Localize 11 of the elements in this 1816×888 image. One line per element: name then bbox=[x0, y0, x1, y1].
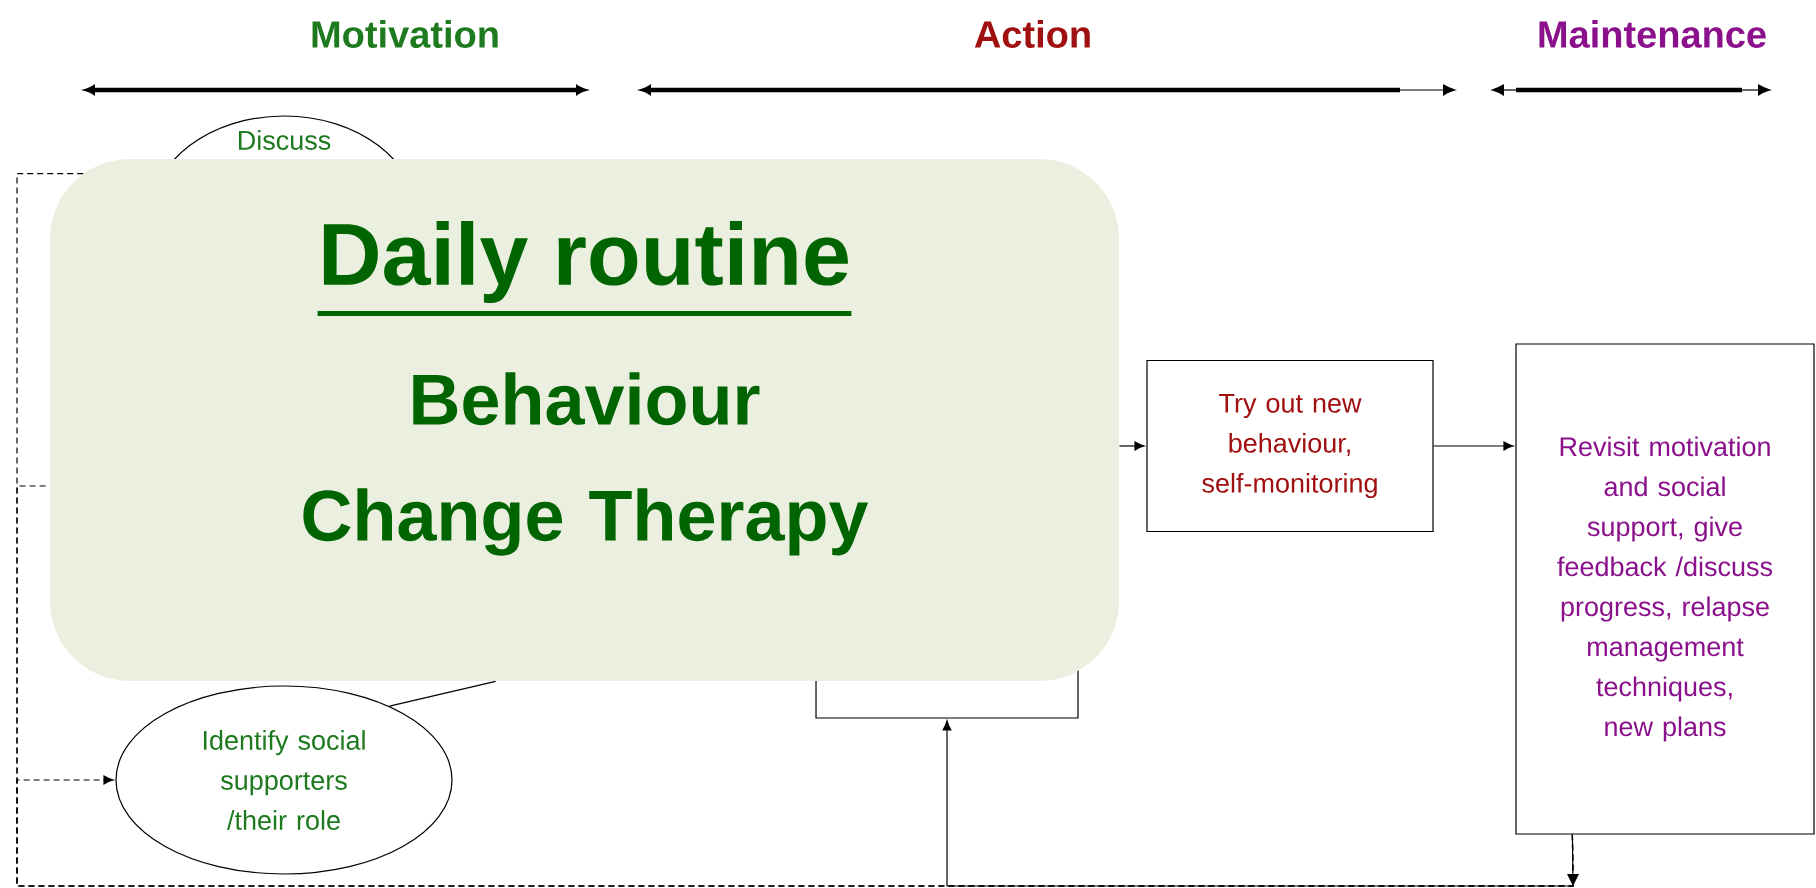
oval: Identify social supporters /their role bbox=[115, 685, 453, 875]
stage-heading: Motivation bbox=[312, 20, 498, 48]
title-dialog: Daily routine Behaviour Change Therapy bbox=[50, 159, 1119, 681]
connector bbox=[942, 720, 1579, 887]
process-box: Revisit motivation and social support, give feedback /discuss progress, relapse management techniques, new plans bbox=[1515, 343, 1815, 835]
process-box: Try out new behaviour, self-monitoring bbox=[1146, 359, 1434, 533]
connector bbox=[388, 680, 497, 707]
connector bbox=[1433, 441, 1514, 451]
stage-heading: Maintenance bbox=[1539, 20, 1766, 48]
connector bbox=[1118, 441, 1145, 451]
stage-heading: Action bbox=[974, 20, 1090, 48]
